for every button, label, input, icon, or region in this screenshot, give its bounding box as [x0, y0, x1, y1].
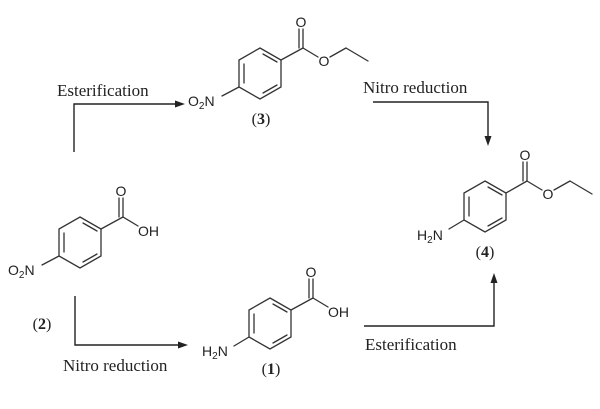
ring-carbonyl-bond — [505, 180, 528, 194]
ethyl-bond-1 — [329, 47, 347, 58]
ring-carbonyl-bond — [290, 297, 314, 311]
compound-4-label: (4) — [476, 244, 495, 261]
step-label-esterification-top: Esterification — [57, 81, 149, 100]
arrow-path — [364, 282, 495, 327]
compound-2-label: (2) — [33, 316, 52, 333]
arrow-esterification-top: Esterification — [57, 81, 185, 152]
nitro-group-label: O2N — [188, 93, 215, 112]
amine-group-label: H2N — [202, 343, 228, 362]
double-bond — [82, 222, 98, 232]
double-bond — [272, 303, 288, 313]
arrow-nitro-reduction-top: Nitro reduction — [363, 78, 492, 146]
acid-bond — [312, 297, 329, 308]
arrowhead — [484, 136, 492, 146]
benzene-ring — [248, 297, 292, 350]
carbonyl-oxygen-label: O — [520, 147, 531, 163]
hydroxyl-label: OH — [328, 304, 349, 320]
step-label-nitro-reduction-bottom: Nitro reduction — [63, 356, 168, 375]
arrow-path — [74, 296, 179, 346]
carbonyl-oxygen-label: O — [306, 264, 317, 280]
nitro-bond — [221, 86, 240, 97]
compound-3: O O O2N (3) — [188, 14, 369, 128]
arrow-esterification-bottom: Esterification — [364, 273, 498, 354]
benzene-ring — [238, 47, 282, 100]
arrowhead — [175, 100, 185, 108]
double-bond — [487, 217, 503, 227]
ester-bond — [302, 47, 319, 58]
double-bond — [272, 334, 288, 344]
carbonyl-oxygen-label: O — [116, 183, 127, 199]
benzene-ring — [463, 180, 507, 233]
step-label-esterification-bottom: Esterification — [365, 335, 457, 354]
double-bond — [487, 186, 503, 196]
compound-2: O OH O2N (2) — [8, 183, 159, 333]
amine-group-label: H2N — [417, 227, 443, 246]
ethyl-bond-1 — [553, 180, 571, 191]
nitro-group-label: O2N — [8, 262, 35, 281]
step-label-nitro-reduction-top: Nitro reduction — [363, 78, 468, 97]
ring-carbonyl-bond — [280, 47, 304, 61]
amine-bond — [448, 219, 465, 230]
amine-bond — [233, 336, 250, 347]
hydroxyl-label: OH — [138, 223, 159, 239]
arrow-path — [373, 101, 489, 137]
benzene-ring — [58, 216, 102, 269]
double-bond — [262, 84, 278, 94]
acid-bond — [122, 216, 139, 227]
double-bond — [262, 53, 278, 63]
ethyl-bond-2 — [345, 47, 369, 62]
ester-oxygen-label: O — [319, 53, 330, 69]
double-bond — [82, 253, 98, 263]
arrow-path — [73, 103, 176, 152]
ethyl-bond-2 — [569, 180, 593, 195]
compound-4: O O H2N (4) — [417, 147, 593, 261]
compound-1-label: (1) — [262, 361, 281, 378]
compound-1: O OH H2N (1) — [202, 264, 349, 378]
ester-oxygen-label: O — [543, 186, 554, 202]
nitro-bond — [41, 255, 60, 266]
arrowhead — [178, 341, 188, 349]
carbonyl-oxygen-label: O — [296, 14, 307, 30]
arrowhead — [490, 273, 498, 283]
ester-bond — [526, 180, 543, 191]
ring-carbonyl-bond — [100, 216, 124, 230]
compound-3-label: (3) — [252, 111, 271, 128]
arrow-nitro-reduction-bottom: Nitro reduction — [63, 296, 188, 375]
